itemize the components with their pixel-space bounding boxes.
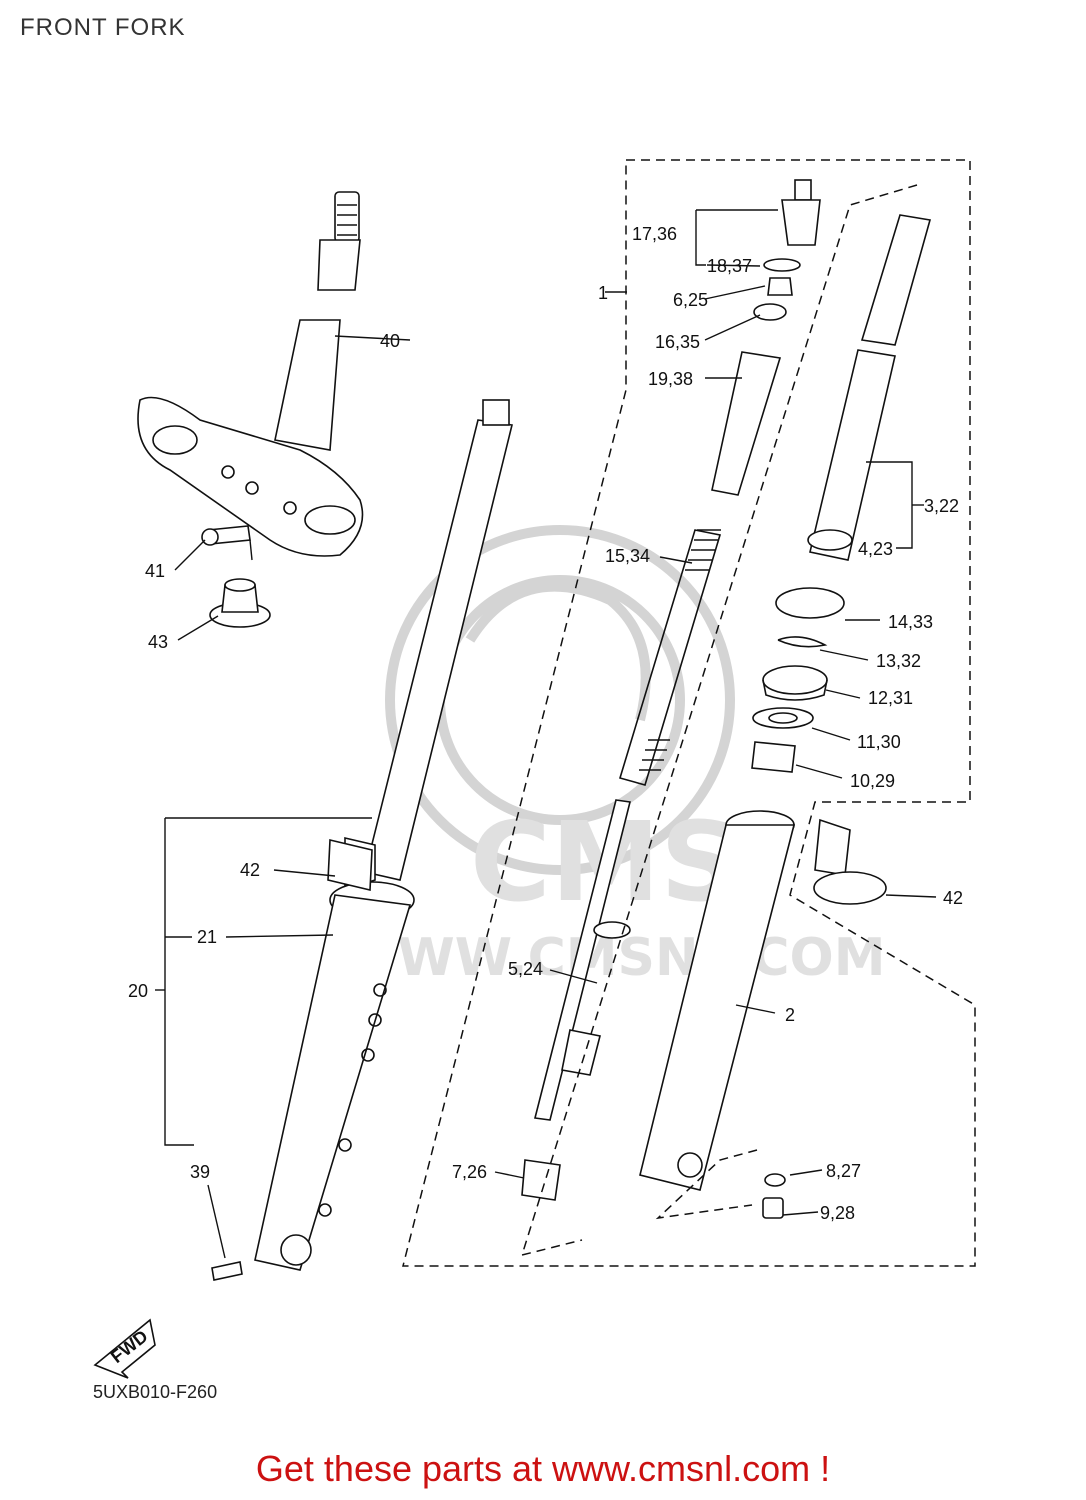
washer-part <box>753 303 787 321</box>
callout-brackets <box>155 209 924 1146</box>
callout-14-33: 14,33 <box>888 612 933 632</box>
washer-8-part <box>764 1173 786 1187</box>
callout-21: 21 <box>197 927 217 947</box>
callout-7-26: 7,26 <box>452 1162 487 1182</box>
fwd-arrow-icon: FWD <box>93 1318 156 1379</box>
damper-adjuster-part <box>781 179 821 246</box>
oil-lock-piece-part <box>521 1159 561 1201</box>
fork-cover-part <box>813 818 887 905</box>
callout-17-36: 17,36 <box>632 224 677 244</box>
slide-metal-part <box>751 741 796 773</box>
cap-bolt-part <box>711 351 782 496</box>
nut-part <box>767 277 793 296</box>
callout-42-left: 42 <box>240 860 260 880</box>
promo-link[interactable]: Get these parts at www.cmsnl.com ! <box>255 1448 831 1489</box>
callout-20: 20 <box>128 981 148 1001</box>
callout-11-30: 11,30 <box>857 732 901 752</box>
inner-tube-part <box>807 214 932 561</box>
callout-8-27: 8,27 <box>826 1161 861 1181</box>
callout-41: 41 <box>145 561 165 581</box>
callout-16-35: 16,35 <box>655 332 700 352</box>
callout-18-37: 18,37 <box>707 256 752 276</box>
callout-1: 1 <box>598 283 608 303</box>
callout-15-34: 15,34 <box>605 546 650 566</box>
seal-washer-part <box>752 707 814 729</box>
callout-13-32: 13,32 <box>876 651 921 671</box>
callout-9-28: 9,28 <box>820 1203 855 1223</box>
o-ring-part <box>763 258 801 272</box>
bolt-9-part <box>762 1197 784 1219</box>
fork-spring-part <box>618 529 722 786</box>
exploded-parts-diagram: CMS WWW.CMSNL.COM <box>93 159 976 1379</box>
callout-2: 2 <box>785 1005 795 1025</box>
diagram-code: 5UXB010-F260 <box>93 1382 218 1402</box>
callout-19-38: 19,38 <box>648 369 693 389</box>
callout-4-23: 4,23 <box>858 539 893 559</box>
callout-10-29: 10,29 <box>850 771 895 791</box>
collar-part <box>209 578 271 628</box>
steering-stem-part <box>137 191 364 557</box>
oil-seal-part <box>762 665 828 701</box>
callout-labels: 40 41 43 42 21 20 39 17,36 18,37 1 6,25 … <box>128 224 963 1223</box>
page-title: FRONT FORK <box>20 14 186 41</box>
outer-tube-part <box>639 810 796 1191</box>
callout-3-22: 3,22 <box>924 496 959 516</box>
callout-40: 40 <box>380 331 400 351</box>
dust-seal-part <box>775 587 845 619</box>
fork-cover-left-part <box>327 838 373 892</box>
damper-rod-part <box>534 799 631 1121</box>
bracket-bolt-part <box>201 525 251 546</box>
callout-43: 43 <box>148 632 168 652</box>
fork-parts-group-outline <box>402 159 976 1267</box>
callout-leaders <box>174 264 937 1259</box>
callout-39: 39 <box>190 1162 210 1182</box>
callout-12-31: 12,31 <box>868 688 913 708</box>
fork-bolt-part <box>211 1261 243 1281</box>
retaining-clip-part <box>777 636 828 648</box>
callout-42-right: 42 <box>943 888 963 908</box>
callout-5-24: 5,24 <box>508 959 543 979</box>
callout-6-25: 6,25 <box>673 290 708 310</box>
